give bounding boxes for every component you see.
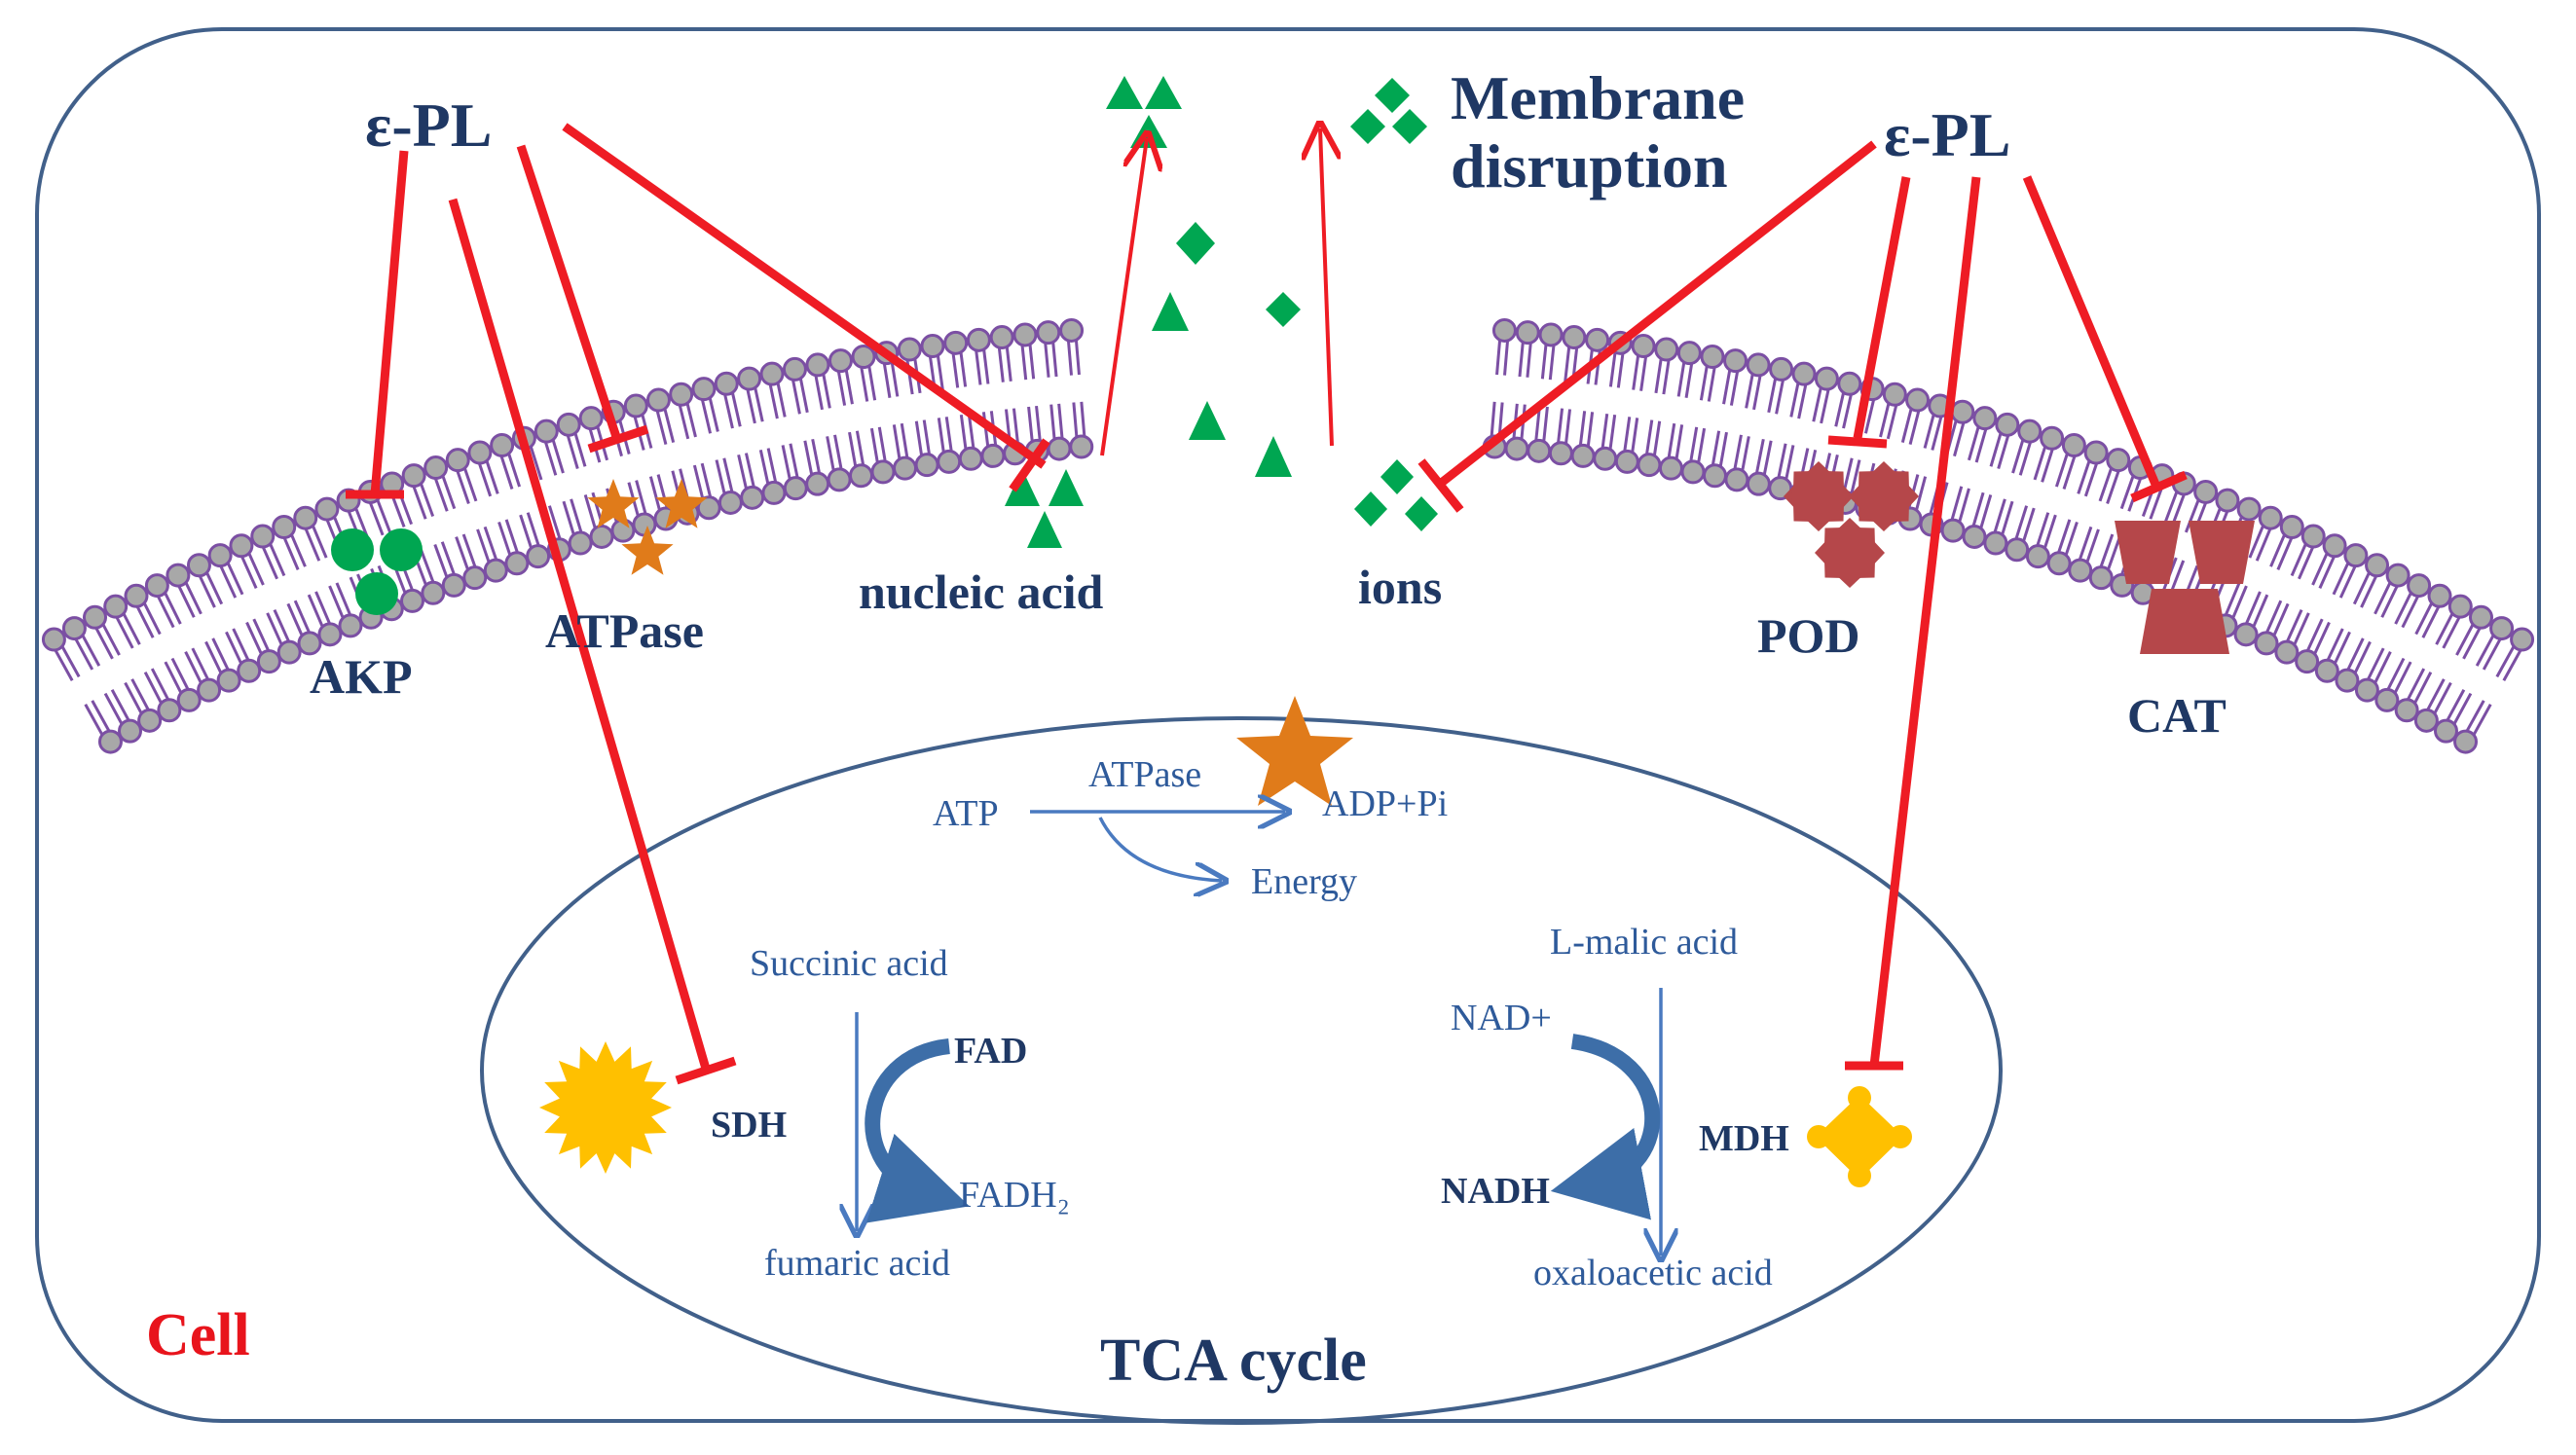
tca-adp-pi: ADP+Pi bbox=[1322, 783, 1448, 824]
star-cluster-icon bbox=[587, 479, 708, 575]
atpase-label-outer: ATPase bbox=[545, 603, 704, 658]
tca-atp: ATP bbox=[933, 793, 999, 834]
diamond-icon bbox=[1350, 109, 1385, 144]
epl-label-left: ε-PL bbox=[365, 91, 492, 160]
tca-fadh2: FADH₂ bbox=[959, 1175, 1070, 1216]
triangle-icon bbox=[1255, 436, 1292, 477]
tca-fad: FAD bbox=[954, 1031, 1027, 1072]
diamond-icon bbox=[1392, 109, 1427, 144]
pod-label: POD bbox=[1757, 608, 1860, 663]
epl-label-right: ε-PL bbox=[1884, 100, 2010, 169]
tca-cycle-label: TCA cycle bbox=[1100, 1328, 1367, 1394]
ions-label: ions bbox=[1358, 560, 1442, 614]
tca-compartment bbox=[480, 716, 2003, 1425]
circle-cluster-icon bbox=[331, 528, 423, 615]
gold-diamond-icon bbox=[1807, 1086, 1912, 1187]
tca-sdh: SDH bbox=[711, 1105, 787, 1146]
diamond-icon bbox=[1176, 222, 1215, 265]
inhibition-lines bbox=[346, 123, 2188, 1085]
cell-label: Cell bbox=[146, 1302, 250, 1368]
tca-mdh: MDH bbox=[1699, 1118, 1789, 1159]
akp-label: AKP bbox=[310, 649, 413, 704]
tca-atpase: ATPase bbox=[1088, 754, 1201, 795]
triangle-icon bbox=[1130, 115, 1167, 148]
tca-l-malic-acid: L-malic acid bbox=[1550, 922, 1738, 963]
diamond-icon bbox=[1266, 292, 1301, 327]
cat-label: CAT bbox=[2127, 688, 2226, 743]
triangle-icon bbox=[1106, 76, 1143, 109]
tca-nadh: NADH bbox=[1441, 1171, 1550, 1212]
tca-nad-plus: NAD+ bbox=[1451, 998, 1552, 1038]
sun-burst-icon bbox=[539, 1041, 672, 1174]
triangle-cluster-icon bbox=[1005, 469, 1084, 548]
triangle-icon bbox=[1189, 401, 1226, 440]
tca-energy: Energy bbox=[1251, 861, 1357, 902]
energy-arrow bbox=[1098, 817, 1222, 881]
membrane-disruption-label-1: Membrane bbox=[1451, 63, 1745, 132]
trapezoid-cluster-icon bbox=[2115, 521, 2255, 654]
released-molecules bbox=[1106, 76, 1427, 477]
tca-succinic-acid: Succinic acid bbox=[750, 943, 948, 984]
release-arrow-right bbox=[1320, 128, 1332, 447]
diamond-cluster-icon bbox=[1354, 459, 1438, 531]
triangle-icon bbox=[1145, 76, 1182, 109]
star-icon bbox=[1236, 696, 1353, 806]
flower-cluster-icon bbox=[1784, 461, 1919, 588]
triangle-icon bbox=[1152, 292, 1189, 331]
release-arrow-left bbox=[1100, 138, 1147, 456]
nad-curve-arrow bbox=[1550, 1034, 1661, 1220]
diamond-icon bbox=[1375, 78, 1410, 113]
membrane-right bbox=[1482, 317, 2535, 754]
fad-curve-arrow bbox=[865, 1038, 970, 1223]
tca-fumaric-acid: fumaric acid bbox=[764, 1243, 950, 1284]
tca-oxaloacetic-acid: oxaloacetic acid bbox=[1533, 1253, 1773, 1293]
nucleic-acid-label: nucleic acid bbox=[859, 564, 1104, 619]
membrane-disruption-label-2: disruption bbox=[1451, 131, 1728, 200]
